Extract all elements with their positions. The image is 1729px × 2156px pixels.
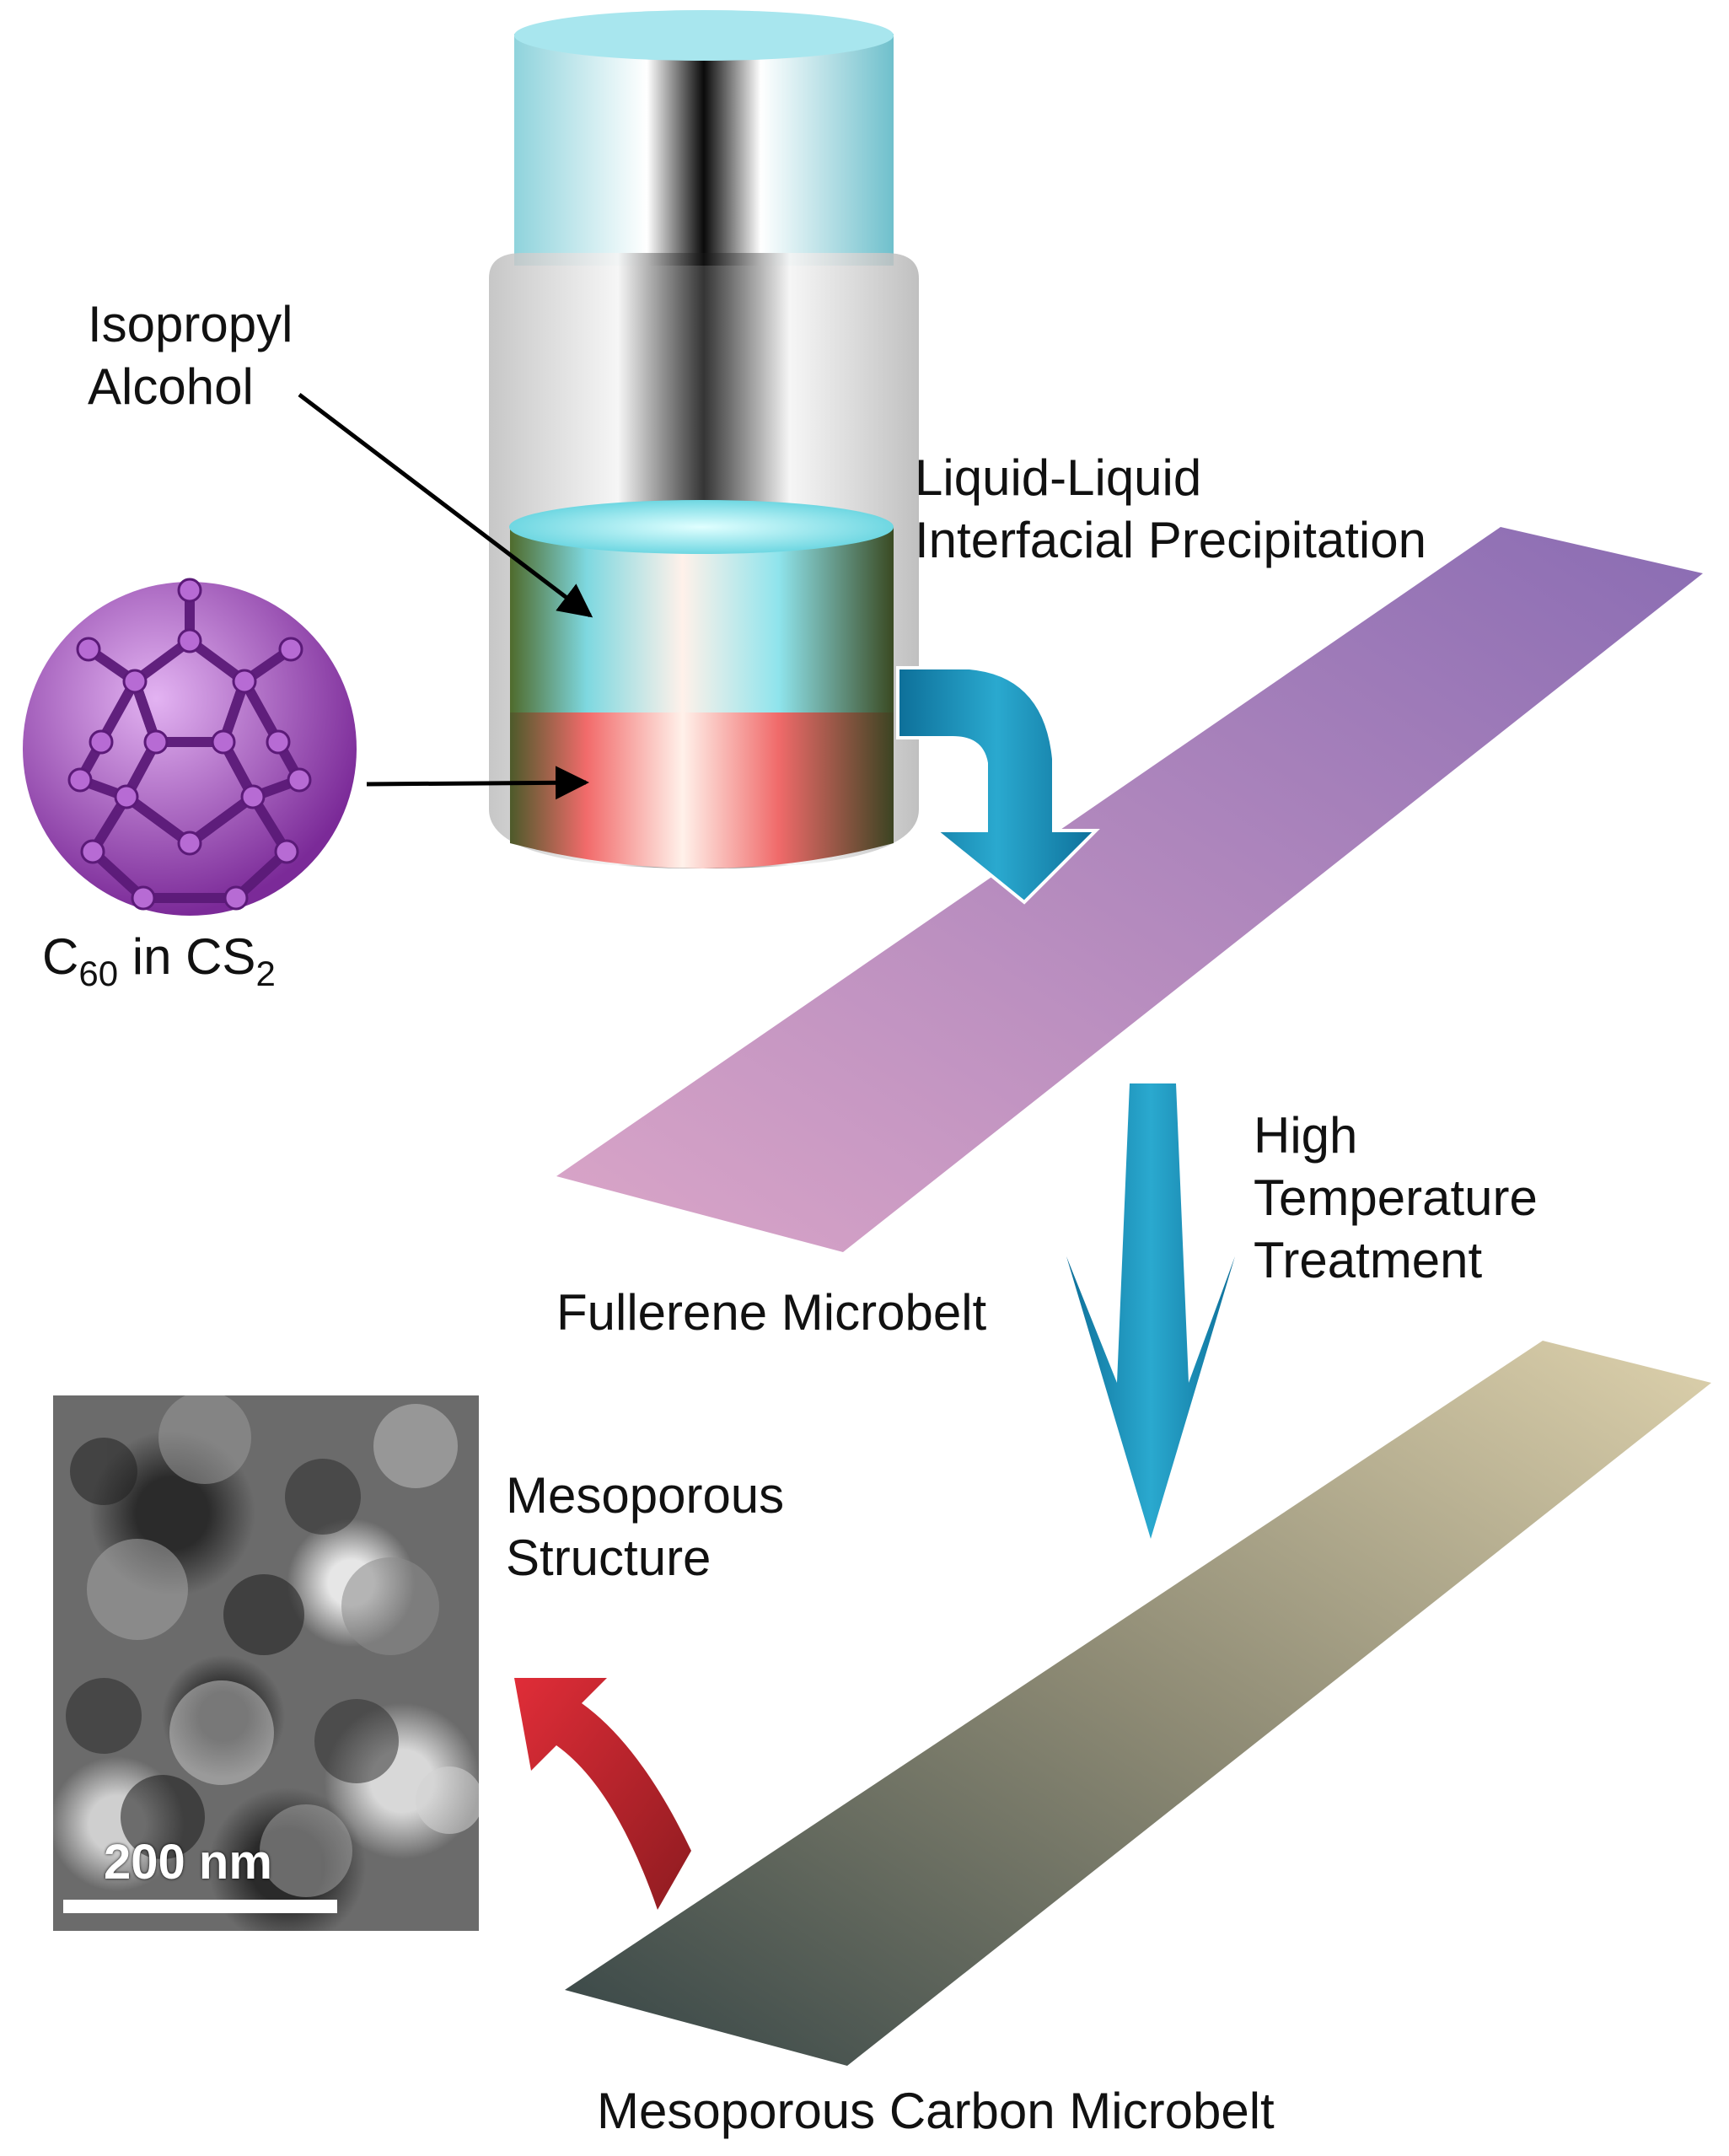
blue-down-arrow [1066, 1083, 1235, 1539]
scale-bar-label: 200 nm [104, 1835, 272, 1890]
label-mesoporous-carbon-microbelt: Mesoporous Carbon Microbelt [597, 2083, 1275, 2139]
scale-bar [63, 1900, 337, 1913]
blue-curved-arrow [896, 666, 1100, 905]
vial-cap [514, 34, 894, 266]
pointer-arrow-c60 [366, 766, 589, 800]
vial [489, 10, 919, 868]
vial-cap-top [514, 10, 894, 61]
tem-micrograph: 200 nm [53, 1395, 479, 1931]
label-c60-in-cs2: C60 in CS2 [42, 928, 276, 993]
red-curved-arrow [514, 1678, 691, 1910]
liquid-c60-cs2 [510, 712, 894, 868]
liquid-surface [509, 500, 894, 554]
liquid-isopropyl-alcohol [510, 527, 894, 712]
c60-fullerene [23, 578, 357, 916]
fullerene-microbelt-strip [556, 527, 1703, 1252]
tem-texture [66, 1395, 479, 1897]
carbon-microbelt-strip [565, 1341, 1711, 2066]
pointer-arrow-isopropyl [298, 393, 593, 618]
label-fullerene-microbelt: Fullerene Microbelt [556, 1284, 987, 1341]
